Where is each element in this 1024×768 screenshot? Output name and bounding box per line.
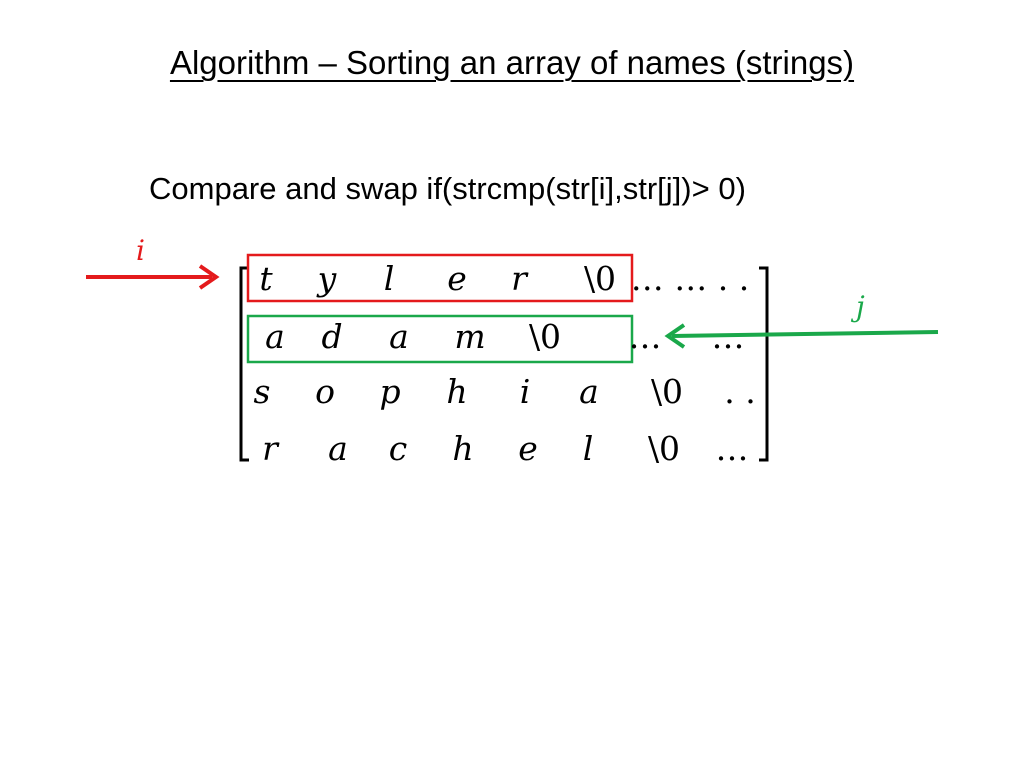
right-bracket — [759, 266, 769, 462]
matrix-cell-r3-c3: h — [452, 429, 474, 468]
matrix-cell-r0-c0: t — [259, 259, 273, 298]
matrix-cell-r1-c5: … — [628, 317, 662, 356]
matrix-cell-r2-c7: . . — [724, 372, 756, 411]
matrix-cell-r3-c4: e — [518, 429, 538, 468]
slide-title: Algorithm – Sorting an array of names (s… — [169, 44, 855, 81]
matrix-cell-r2-c1: o — [315, 372, 335, 411]
matrix-cell-r0-c6: … … . . — [630, 259, 750, 298]
matrix-cell-r0-c2: l — [383, 259, 395, 298]
matrix-cell-r0-c3: e — [447, 259, 467, 298]
matrix-cell-r2-c6: \0 — [650, 372, 684, 411]
matrix-cell-r0-c5: \0 — [583, 259, 617, 298]
matrix-cell-r3-c1: a — [328, 429, 348, 468]
matrix-cell-r3-c7: … — [715, 429, 749, 468]
pointer-i-arrow — [86, 264, 220, 290]
matrix-cell-r0-c4: r — [511, 259, 527, 298]
pointer-j-arrow — [664, 323, 939, 349]
matrix-cell-r1-c2: a — [389, 317, 409, 356]
matrix-cell-r3-c0: r — [262, 429, 278, 468]
matrix-cell-r1-c4: \0 — [528, 317, 562, 356]
matrix-cell-r2-c5: a — [579, 372, 599, 411]
matrix-cell-r3-c5: l — [582, 429, 594, 468]
matrix-cell-r1-c1: d — [321, 317, 343, 356]
row-j-highlight-box — [246, 314, 634, 364]
matrix-cell-r3-c6: \0 — [647, 429, 681, 468]
left-bracket — [239, 266, 249, 462]
matrix-cell-r1-c3: m — [454, 317, 486, 356]
matrix-cell-r1-c0: a — [265, 317, 285, 356]
matrix-cell-r2-c3: h — [446, 372, 468, 411]
matrix-cell-r0-c1: y — [317, 259, 337, 298]
matrix-cell-r3-c2: c — [388, 429, 408, 468]
compare-swap-statement: Compare and swap if(strcmp(str[i],str[j]… — [149, 171, 746, 206]
matrix-cell-r1-c6: … — [711, 317, 745, 356]
row-i-highlight-box — [246, 253, 634, 303]
matrix-cell-r2-c2: p — [379, 372, 401, 411]
pointer-j-label: j — [856, 290, 865, 323]
matrix-cell-r2-c0: s — [253, 372, 271, 411]
pointer-i-label: i — [136, 234, 145, 267]
matrix-cell-r2-c4: i — [519, 372, 531, 411]
